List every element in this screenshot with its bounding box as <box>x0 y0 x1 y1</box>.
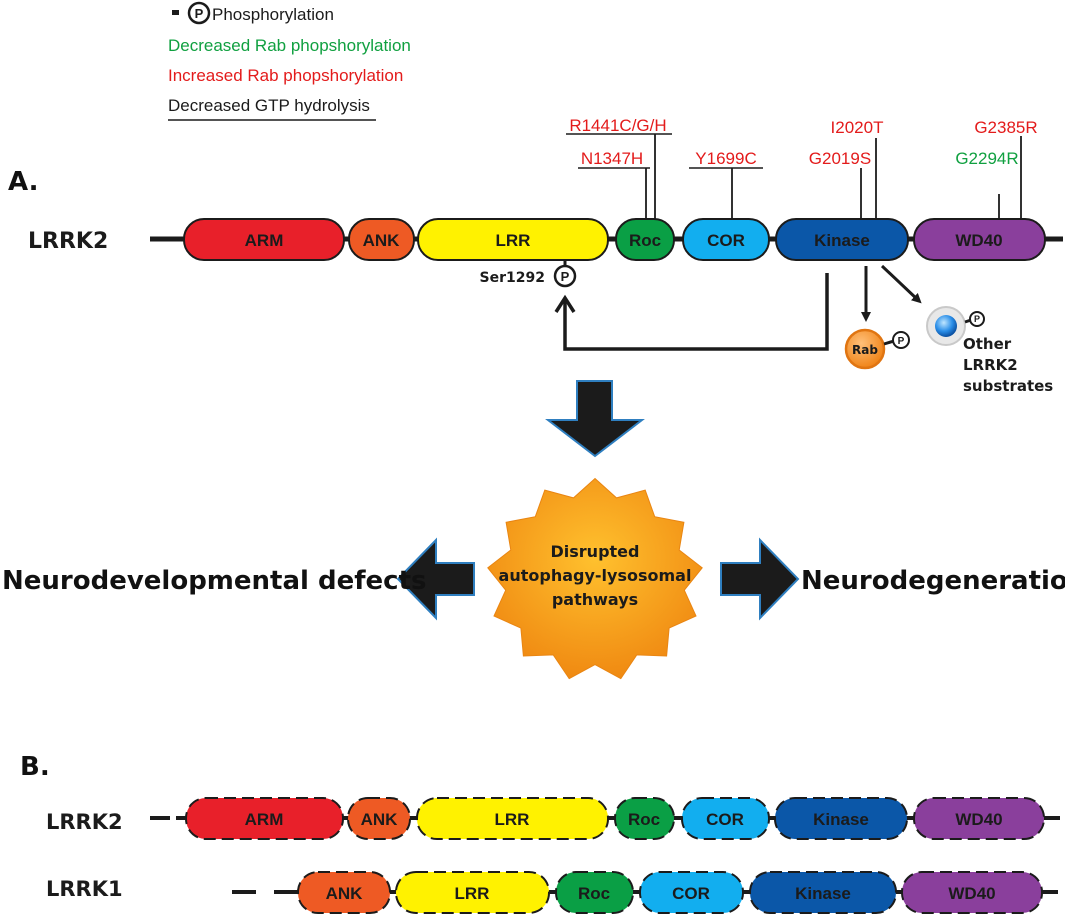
domain-wd40: WD40 <box>913 218 1046 261</box>
other-substrate-sphere-icon: P <box>926 306 985 346</box>
neurodevelopmental-defects-label: Neurodevelopmental defects <box>2 566 426 596</box>
other-substrates-line3: substrates <box>963 377 1053 395</box>
star-line2: autophagy-lysosomal <box>499 566 692 585</box>
panel-b-lrrk1-label: LRRK1 <box>46 877 123 901</box>
b-lrrk2-cor-label: COR <box>706 810 744 829</box>
b-lrrk2-arm-label: ARM <box>245 810 284 829</box>
domain-cor: COR <box>682 218 770 261</box>
panel-b-lrrk2-domains <box>185 797 1045 840</box>
b-lrrk2-kinase-label: Kinase <box>813 810 869 829</box>
domain-roc: Roc <box>615 218 675 261</box>
legend-increased-rab: Increased Rab phopshorylation <box>168 66 403 85</box>
starburst-shape <box>487 477 703 680</box>
mutation-n1347h: N1347H <box>581 149 643 168</box>
star-line1: Disrupted <box>551 542 640 561</box>
panel-b-lrrk1-domains <box>297 871 1043 914</box>
down-block-arrow <box>545 380 645 458</box>
mutation-i2020t: I2020T <box>831 118 884 137</box>
panel-a-domains: ARM ANK LRR Roc COR Kinase WD40 <box>183 218 1046 261</box>
phosphate-symbol-text: P <box>195 6 204 21</box>
rab-icon: Rab P <box>844 328 910 370</box>
mutation-g2385r: G2385R <box>974 118 1037 137</box>
b-lrrk2-lrr-label: LRR <box>495 810 530 829</box>
mutation-lines <box>645 134 1022 219</box>
domain-roc-label: Roc <box>629 231 661 250</box>
left-block-arrow <box>396 537 475 621</box>
b-lrrk1-roc-label: Roc <box>578 884 610 903</box>
b-lrrk2-roc-label: Roc <box>628 810 660 829</box>
b-lrrk2-ank-label: ANK <box>361 810 399 829</box>
domain-ank-label: ANK <box>363 231 401 250</box>
mutation-labels: R1441C/G/H N1347H Y1699C I2020T G2019S G… <box>566 116 1038 169</box>
panel-b-label: B. <box>20 752 50 782</box>
ser1292-phosphate-icon: P <box>553 260 577 288</box>
svg-text:P: P <box>561 269 570 284</box>
ser1292-label: Ser1292 <box>480 270 545 286</box>
panel-a-protein-label: LRRK2 <box>28 229 108 254</box>
b-lrrk1-wd40-label: WD40 <box>948 884 995 903</box>
svg-text:P: P <box>898 336 905 347</box>
domain-lrr: LRR <box>417 218 609 261</box>
neurodegeneration-label: Neurodegeneration <box>801 566 1065 596</box>
legend-phosphorylation: Phosphorylation <box>212 5 334 24</box>
domain-kinase: Kinase <box>775 218 909 261</box>
b-lrrk1-ank-label: ANK <box>326 884 364 903</box>
domain-wd40-label: WD40 <box>955 231 1002 250</box>
kinase-to-substrates-arrow <box>880 264 922 304</box>
b-lrrk1-kinase-label: Kinase <box>795 884 851 903</box>
legend-decreased-rab: Decreased Rab phopshorylation <box>168 36 411 55</box>
mutation-g2294r: G2294R <box>955 149 1018 168</box>
b-lrrk1-cor-label: COR <box>672 884 710 903</box>
svg-text:P: P <box>974 314 980 324</box>
domain-kinase-label: Kinase <box>814 231 870 250</box>
domain-cor-label: COR <box>707 231 745 250</box>
other-substrates-line1: Other <box>963 335 1012 353</box>
domain-lrr-label: LRR <box>496 231 531 250</box>
domain-ank: ANK <box>348 218 415 261</box>
rab-label: Rab <box>852 343 878 357</box>
phosphate-legend-icon: P <box>172 1 211 25</box>
right-block-arrow <box>720 537 800 621</box>
mutation-y1699c: Y1699C <box>695 149 756 168</box>
other-substrates-line2: LRRK2 <box>963 356 1018 374</box>
b-lrrk2-wd40-label: WD40 <box>955 810 1002 829</box>
b-lrrk1-lrr-label: LRR <box>455 884 490 903</box>
autophosphorylation-arrow <box>554 273 829 351</box>
domain-arm-label: ARM <box>245 231 284 250</box>
domain-arm: ARM <box>183 218 345 261</box>
mutation-g2019s: G2019S <box>809 149 871 168</box>
panel-b-lrrk2-label: LRRK2 <box>46 810 123 834</box>
panel-a-label: A. <box>8 167 38 197</box>
legend-decreased-gtp: Decreased GTP hydrolysis <box>168 96 370 115</box>
legend: P Phosphorylation Decreased Rab phopshor… <box>168 1 411 121</box>
mutation-r1441: R1441C/G/H <box>569 116 666 135</box>
star-line3: pathways <box>552 590 638 609</box>
